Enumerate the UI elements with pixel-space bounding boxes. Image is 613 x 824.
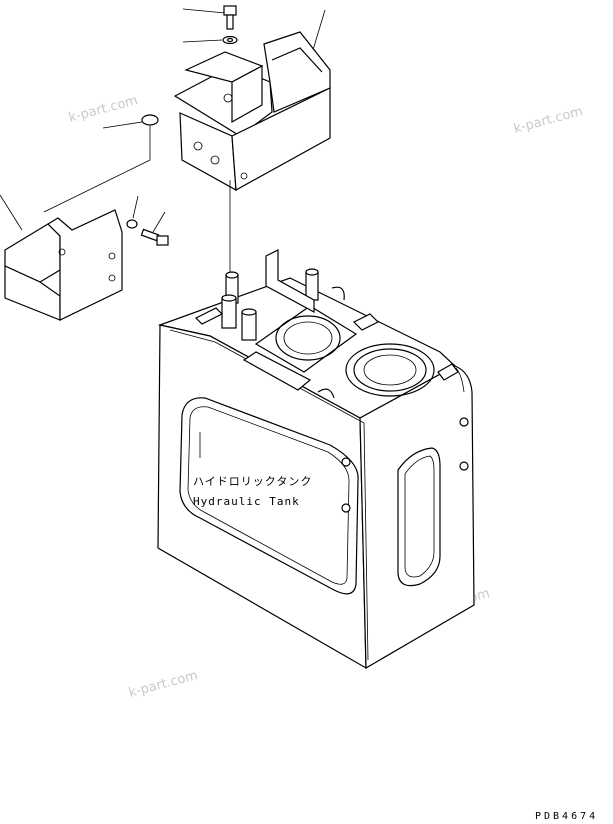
tank-label-en: Hydraulic Tank [193, 495, 300, 508]
washer-top [182, 35, 238, 45]
watermark: k-part.com [512, 104, 584, 137]
drawing-code: PDB4674 [535, 811, 598, 822]
bolt-side [140, 211, 169, 246]
watermark: k-part.com [67, 93, 139, 126]
washer-side [126, 195, 139, 229]
hydraulic-tank: ハイドロリックタンク Hydraulic Tank [157, 249, 475, 670]
watermark: k-part.com [127, 668, 199, 701]
bolt-top [182, 5, 237, 30]
upper-bracket-box [173, 9, 331, 192]
grommet [102, 114, 159, 160]
tank-label-jp: ハイドロリックタンク [193, 475, 312, 488]
left-cover [0, 159, 151, 321]
